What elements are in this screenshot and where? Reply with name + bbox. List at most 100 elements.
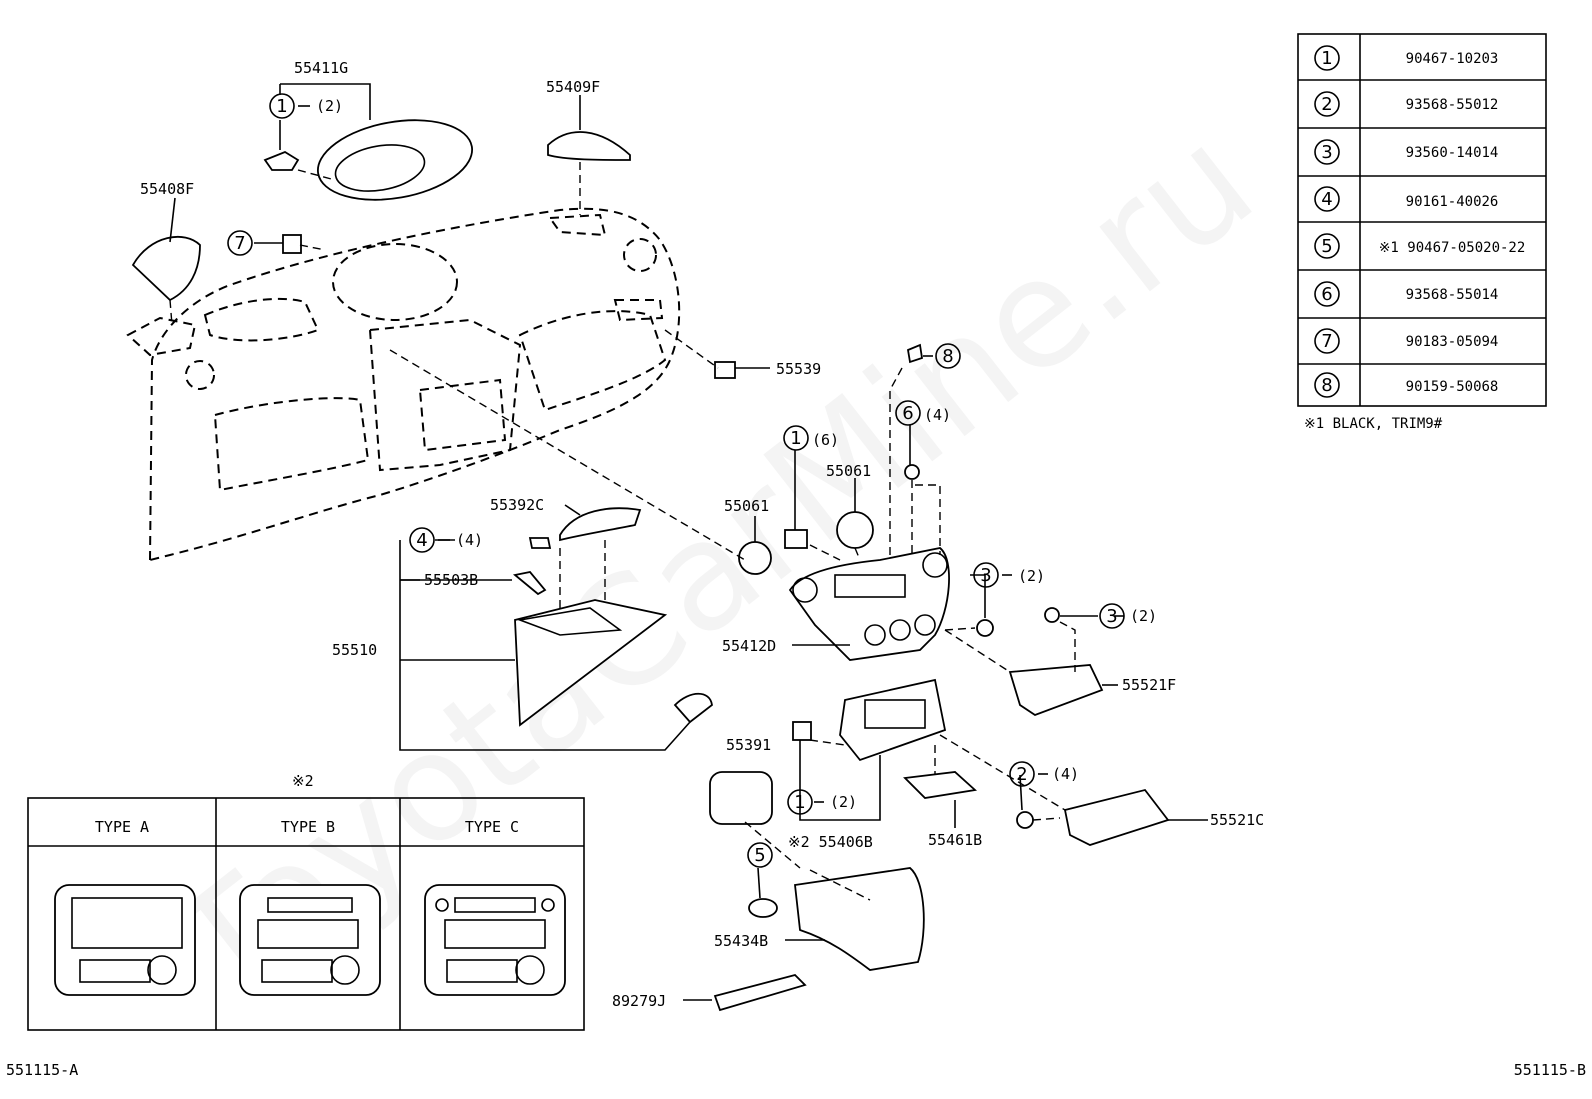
parts-table-row: 7 90183-05094 [1314,328,1499,354]
qty-3-2-b: (2) [1130,607,1157,625]
svg-text:90467-10203: 90467-10203 [1406,51,1499,67]
bezel-55406B [839,678,947,762]
pad-55391 [709,771,773,825]
screw-4 [528,537,552,549]
callout-3-a: 3 [973,562,999,588]
svg-text:1: 1 [1321,48,1332,69]
plate-89279J [713,973,807,1012]
svg-text:8: 8 [1321,375,1332,396]
svg-text:6: 6 [902,403,913,424]
center-cluster-55412D [788,547,950,661]
knob-55061-b [836,511,874,549]
callout-8: 8 [935,343,961,369]
svg-text:1: 1 [790,428,801,449]
parts-table-row: 2 93568-55012 [1314,91,1499,117]
label-55061-b: 55061 [826,462,871,480]
label-55521F: 55521F [1122,676,1176,694]
parts-table-note: ※1 BLACK, TRIM9# [1304,416,1443,432]
svg-text:93568-55012: 93568-55012 [1406,97,1499,113]
label-55510: 55510 [332,641,377,659]
parts-table-row: 5 ※1 90467-05020-22 [1314,233,1526,259]
svg-text:90159-50068: 90159-50068 [1406,379,1499,395]
parts-table-row: 6 93568-55014 [1314,281,1499,307]
svg-text:1: 1 [276,96,287,117]
type-header-a: TYPE A [95,818,149,836]
instrument-panel [126,207,681,562]
cover-55408F [131,236,201,302]
tray-55461B [903,771,978,799]
screw-3-a [976,619,994,637]
svg-text:7: 7 [234,233,245,254]
svg-text:5: 5 [754,845,765,866]
label-55411G: 55411G [294,59,348,77]
screw-8 [906,343,924,364]
qty-1-6: (6) [812,431,839,449]
leader-lines [169,83,1208,1001]
callout-4: 4 [409,527,435,553]
cover-55434B [794,867,925,971]
parts-table-row: 4 90161-40026 [1314,186,1499,212]
footer-right-code: 551115-B [1514,1061,1586,1079]
callout-6: 6 [895,400,921,426]
parts-table-row: 8 90159-50068 [1314,372,1499,398]
svg-text:90161-40026: 90161-40026 [1406,194,1499,210]
clip-5 [748,898,778,918]
qty-6-4: (4) [924,406,951,424]
box-55521C [1063,788,1170,846]
label-55391: 55391 [726,736,771,754]
callout-3-b: 3 [1099,603,1125,629]
callout-7: 7 [227,230,253,256]
clip-1-2 [792,721,812,741]
screw-3-b [1044,607,1060,623]
type-a-panel [54,884,196,996]
label-55061-a: 55061 [724,497,769,515]
qty-3-2-a: (2) [1018,567,1045,585]
cover-55392C [559,507,642,542]
label-55503B: 55503B [424,571,478,589]
label-55521C: 55521C [1210,811,1264,829]
svg-text:93568-55014: 93568-55014 [1406,287,1499,303]
label-55434B: 55434B [714,932,768,950]
svg-text:93560-14014: 93560-14014 [1406,145,1499,161]
svg-text:2: 2 [1321,94,1332,115]
label-89279J: 89279J [612,992,666,1010]
knob-55061-a [738,541,772,575]
label-55392C: 55392C [490,496,544,514]
glove-box-55510 [514,599,668,727]
svg-text:90183-05094: 90183-05094 [1406,334,1499,350]
svg-text:3: 3 [980,565,991,586]
qty-4-4: (4) [456,531,483,549]
svg-text:4: 4 [416,530,427,551]
svg-text:8: 8 [942,346,953,367]
type-c-panel [424,884,566,996]
svg-text:4: 4 [1321,189,1332,210]
box-55521F [1008,664,1104,717]
screw-55503B [512,571,547,596]
svg-text:2: 2 [1016,764,1027,785]
callout-1-a: 1 [269,93,295,119]
screw-6 [904,464,920,480]
type-table: TYPE A TYPE B TYPE C [27,797,585,1031]
clip-1-6 [784,529,808,549]
type-header-c: TYPE C [465,818,519,836]
type-b-panel [239,884,381,996]
screw-2 [1016,811,1034,829]
label-55539: 55539 [776,360,821,378]
meter-hood-55411G [263,119,473,201]
label-55412D: 55412D [722,637,776,655]
type-header-b: TYPE B [281,818,335,836]
label-55461B: 55461B [928,831,982,849]
type-table-marker: ※2 [292,772,314,790]
guide-lines [169,162,1076,901]
label-55406B: ※2 55406B [788,833,873,851]
callout-1-b: 1 [783,425,809,451]
clip-7 [282,234,302,254]
parts-table-row: 1 90467-10203 [1314,45,1499,71]
svg-text:3: 3 [1106,606,1117,627]
svg-text:※1 90467-05020-22: ※1 90467-05020-22 [1379,240,1526,256]
label-55409F: 55409F [546,78,600,96]
clip-55539 [714,361,736,379]
callout-2: 2 [1009,761,1035,787]
svg-text:7: 7 [1321,331,1332,352]
